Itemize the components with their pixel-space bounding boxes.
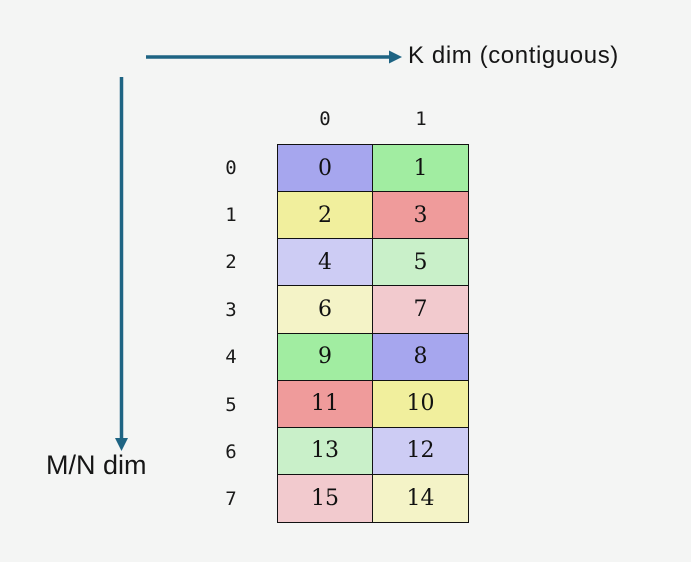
grid-cell: 13 [278, 427, 373, 475]
grid-cell: 15 [278, 474, 373, 522]
row-label: 1 [225, 204, 237, 227]
grid-cell: 11 [278, 380, 373, 428]
mn-dim-arrow-icon [115, 77, 128, 451]
grid-cell: 4 [278, 239, 373, 287]
grid-cell: 9 [278, 333, 373, 381]
k-dim-label: K dim (contiguous) [408, 42, 619, 69]
row-label: 4 [225, 346, 237, 369]
grid-cell: 2 [278, 192, 373, 240]
grid-cell: 12 [373, 427, 468, 475]
grid-cell: 7 [373, 286, 468, 334]
row-label: 6 [225, 440, 237, 463]
row-label: 7 [225, 488, 237, 511]
grid-cell: 10 [373, 380, 468, 428]
grid-cell: 5 [373, 239, 468, 287]
mn-dim-label: M/N dim [46, 450, 147, 480]
grid-cell: 0 [278, 145, 373, 193]
row-label: 5 [225, 393, 237, 416]
grid-cell: 14 [373, 474, 468, 522]
k-dim-arrow-icon [146, 50, 402, 64]
grid-cell: 3 [373, 192, 468, 240]
grid-cell: 8 [373, 333, 468, 381]
column-header: 1 [415, 108, 427, 130]
row-label: 2 [225, 251, 237, 274]
row-label: 3 [225, 298, 237, 321]
grid-cell: 6 [278, 286, 373, 334]
grid-cell: 1 [373, 145, 468, 193]
row-labels: 0 1 2 3 4 5 6 7 [203, 144, 259, 523]
column-header: 0 [319, 108, 331, 130]
row-label: 0 [225, 156, 237, 179]
